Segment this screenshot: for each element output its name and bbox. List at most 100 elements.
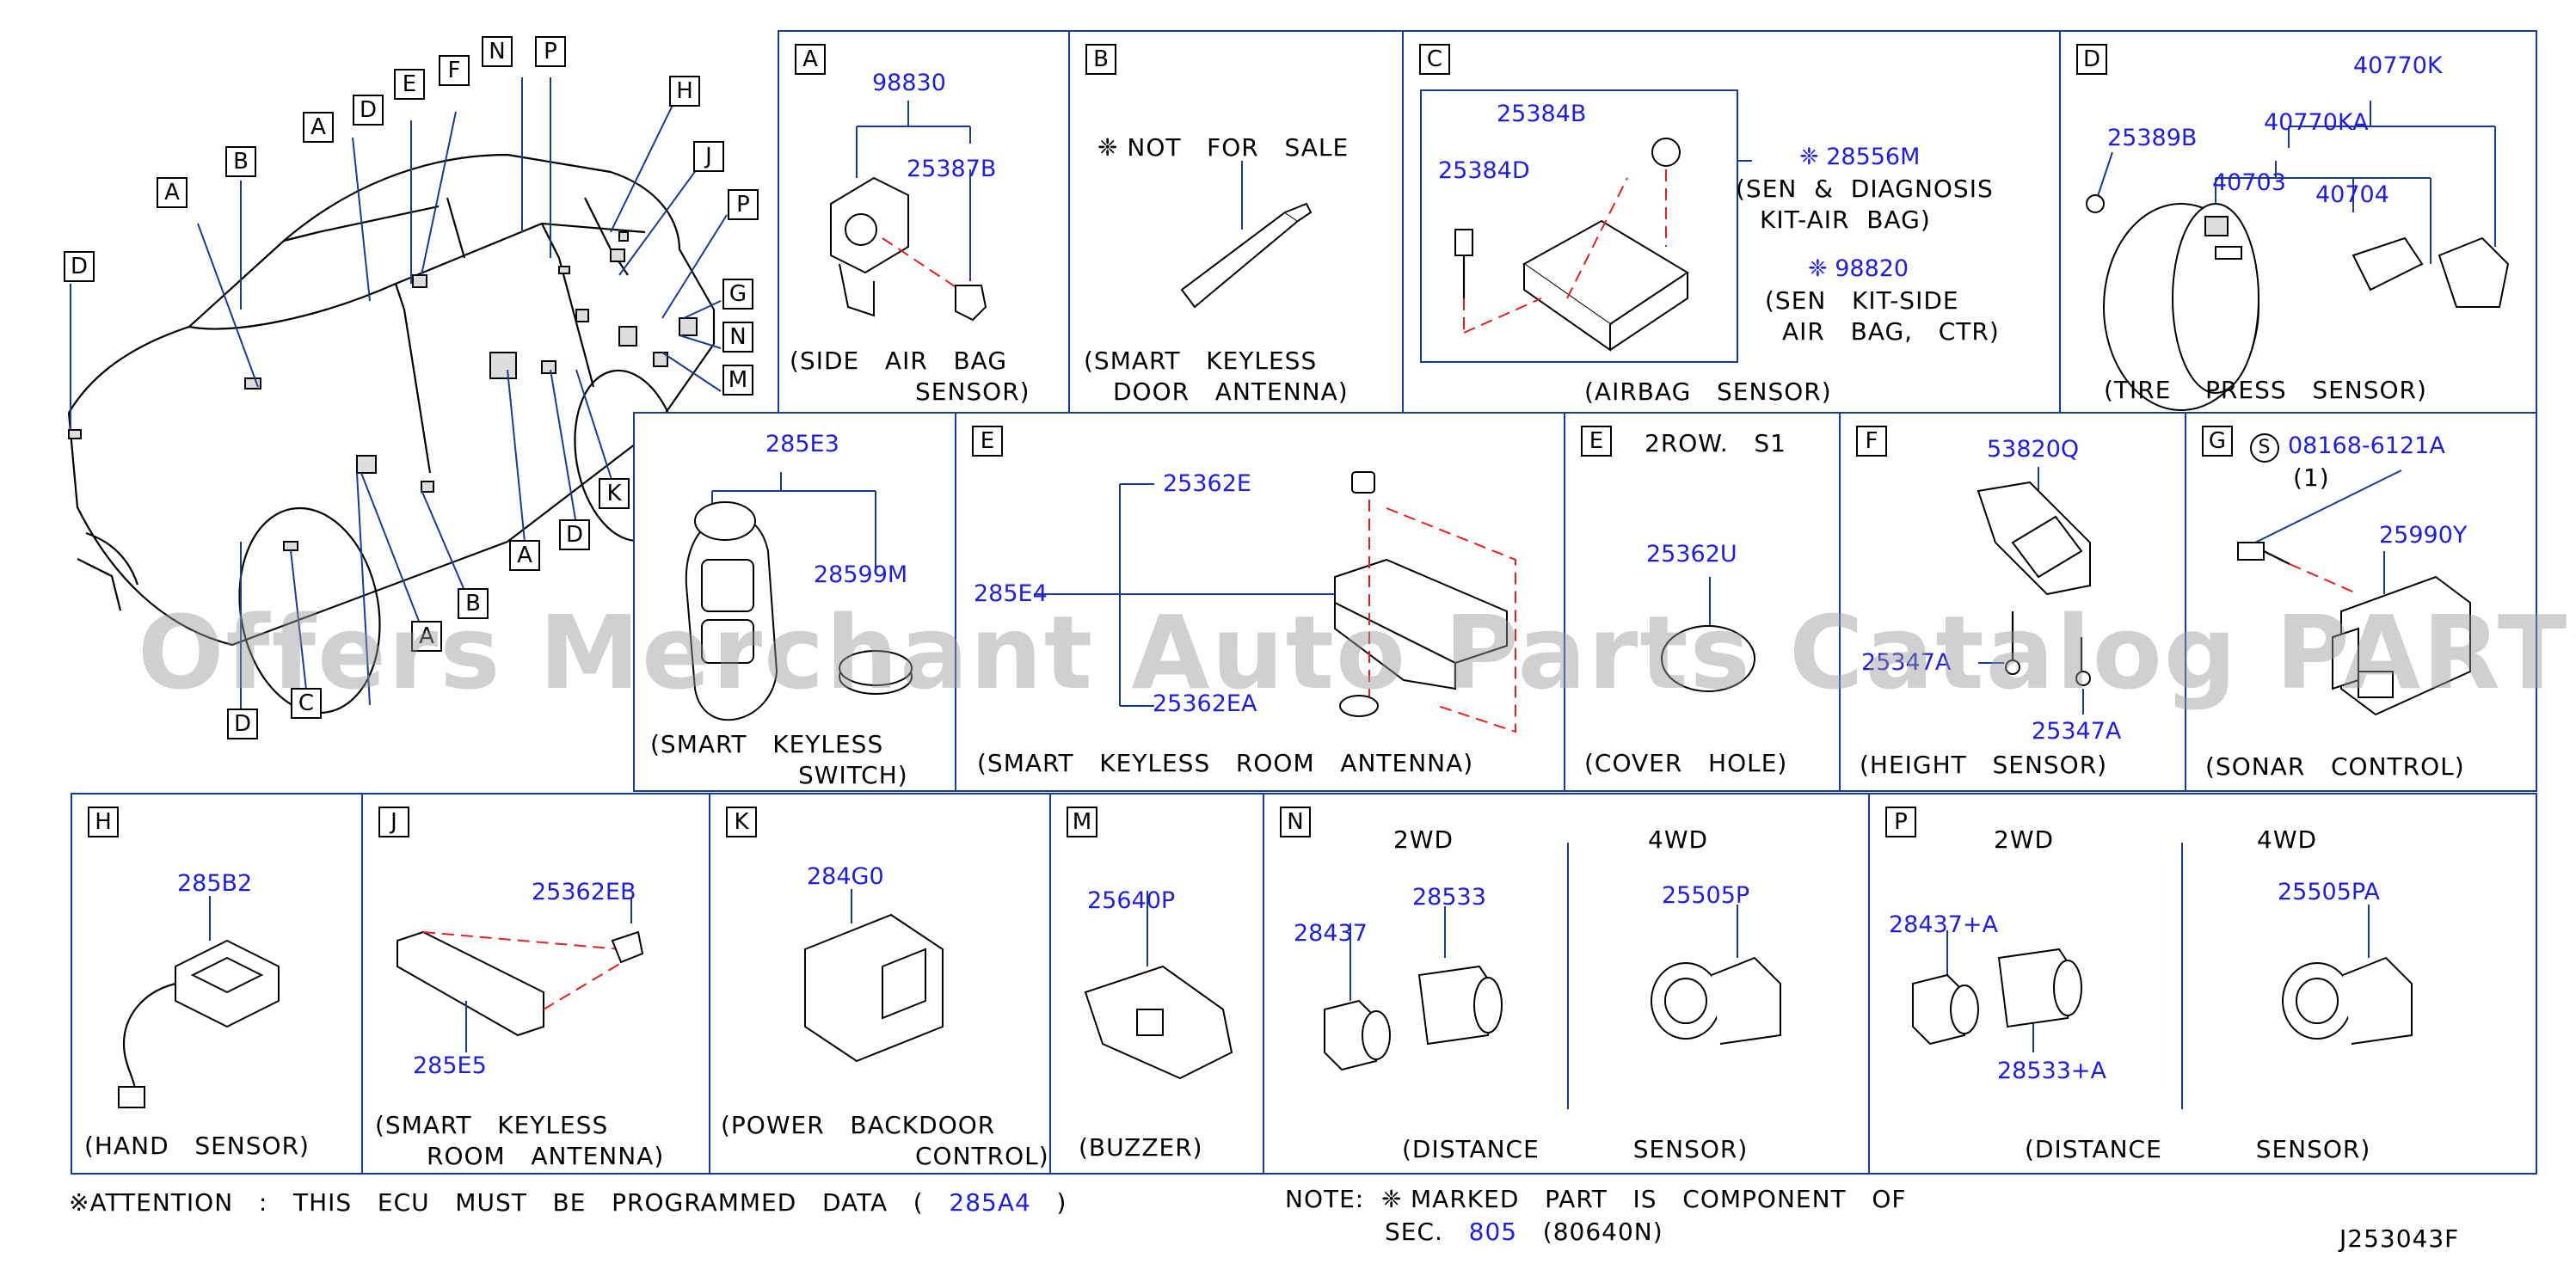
panel-letter: G (2202, 426, 2233, 457)
part-number-25362e[interactable]: 25362E (1163, 470, 1251, 497)
vehicle-outline-drawing (67, 77, 728, 722)
panel-letter: E (1581, 426, 1612, 457)
part-number-285e4[interactable]: 285E4 (974, 580, 1048, 607)
asterism-icon: ❈ (1799, 144, 1819, 170)
callout-e: E (394, 69, 425, 100)
panel-caption: (SMART KEYLESS ROOM ANTENNA) (977, 749, 1474, 777)
asterism-icon: ❈ (1381, 1185, 1403, 1213)
part-number-98830[interactable]: 98830 (872, 70, 946, 96)
asterism-icon: ❈ (1097, 133, 1119, 162)
panel-caption: (AIRBAG SENSOR) (1584, 377, 1832, 406)
row-spec: 2ROW. S1 (1645, 429, 1786, 457)
panel-smart-keyless-room-antenna: E 25362E 285E4 25362EA (SMART KEYLESS RO… (955, 412, 1565, 792)
part-number-285e5[interactable]: 285E5 (413, 1052, 487, 1079)
kit-description: AIR BAG, CTR) (1782, 317, 2000, 346)
callout-p: P (535, 36, 566, 67)
part-number-08168-6121a[interactable]: 08168-6121A (2288, 432, 2445, 459)
panel-caption: (SMART KEYLESS (375, 1111, 609, 1139)
buzzer-drawing (1084, 891, 1233, 1080)
part-number-285a4[interactable]: 285A4 (949, 1188, 1031, 1217)
callout-a: A (411, 621, 442, 652)
panel-letter: N (1280, 807, 1311, 837)
callout-h: H (669, 76, 700, 107)
panel-smart-keyless-room-antenna-j: J 25362EB 285E5 (SMART KEYLESS ROOM ANTE… (361, 793, 710, 1175)
panel-caption: (SMART KEYLESS (650, 730, 884, 758)
panel-letter: M (1067, 807, 1097, 837)
panel-caption: (SONAR CONTROL) (2205, 752, 2465, 781)
callout-a: A (157, 177, 188, 208)
panel-side-air-bag-sensor: A 98830 25387B (SIDE AIR BAG SENSOR) (778, 30, 1070, 414)
asterism-icon: ❈ (1808, 255, 1828, 282)
part-number-28437[interactable]: 28437 (1294, 920, 1368, 947)
panel-distance-sensor-p: P 2WD 4WD 28437+A 28533+A 25505PA (DISTA… (1868, 793, 2537, 1175)
panel-letter: P (1885, 807, 1916, 837)
callout-n: N (482, 36, 513, 67)
part-number-285b2[interactable]: 285B2 (177, 870, 253, 897)
part-number-25389b[interactable]: 25389B (2107, 125, 2198, 151)
panel-power-backdoor-control: K 284G0 (POWER BACKDOOR CONTROL) (709, 793, 1051, 1175)
part-number-285e3[interactable]: 285E3 (765, 431, 839, 457)
distance-sensor-p-drawing (1912, 905, 2413, 1052)
section-link-805[interactable]: 805 (1468, 1218, 1518, 1246)
callout-n: N (722, 322, 753, 353)
panel-caption: DOOR ANTENNA) (1113, 377, 1349, 406)
part-number-25347a-right[interactable]: 25347A (2032, 718, 2122, 745)
callout-d: D (353, 95, 384, 126)
callout-b: B (458, 588, 489, 619)
diagram-code: J253043F (2339, 1224, 2460, 1253)
part-number-28533[interactable]: 28533 (1412, 884, 1486, 911)
part-number-25990y[interactable]: 25990Y (2379, 522, 2468, 549)
part-number-28599m[interactable]: 28599M (814, 561, 908, 588)
part-number-53820q[interactable]: 53820Q (1987, 436, 2080, 463)
part-number-40703[interactable]: 40703 (2212, 169, 2286, 196)
quantity: (1) (2293, 463, 2330, 492)
panel-letter: B (1085, 44, 1116, 75)
panel-caption: (DISTANCE SENSOR) (1402, 1135, 1749, 1163)
callout-a: A (303, 112, 334, 143)
component-note: NOTE: ❈ (1285, 1185, 1403, 1213)
reference-mark-icon: ※ (69, 1188, 90, 1217)
panel-caption: ROOM ANTENNA) (427, 1142, 665, 1170)
callout-d: D (559, 519, 590, 550)
not-for-sale-note: ❈ NOT FOR SALE (1097, 133, 1349, 162)
callout-g: G (722, 279, 753, 310)
panel-letter: K (726, 807, 757, 837)
part-number-40770k[interactable]: 40770K (2353, 52, 2443, 79)
callout-d: D (227, 709, 258, 739)
part-number-25640p[interactable]: 25640P (1087, 887, 1176, 914)
part-number-25362ea[interactable]: 25362EA (1153, 690, 1257, 717)
part-number-40704[interactable]: 40704 (2315, 181, 2389, 208)
variant-2wd: 2WD (1393, 825, 1454, 854)
side-air-bag-sensor-drawing (830, 101, 987, 322)
callout-p: P (728, 189, 759, 220)
panel-letter: J (378, 807, 409, 837)
part-number-25387b[interactable]: 25387B (907, 156, 997, 182)
room-antenna-drawing (1034, 471, 1516, 733)
kit-description: KIT-AIR BAG) (1760, 206, 1931, 234)
hand-sensor-drawing (118, 896, 280, 1108)
part-number-25362u[interactable]: 25362U (1646, 541, 1737, 567)
part-number-25505pa[interactable]: 25505PA (2278, 879, 2380, 905)
panel-caption: CONTROL) (915, 1142, 1049, 1170)
room-antenna-j-drawing (397, 898, 644, 1052)
part-number-28533-a[interactable]: 28533+A (1997, 1058, 2106, 1084)
callout-b: B (225, 146, 256, 177)
callout-j: J (693, 141, 724, 172)
part-number-28437-a[interactable]: 28437+A (1889, 911, 1998, 938)
panel-caption: (SIDE AIR BAG (790, 347, 1008, 375)
part-number-25384b[interactable]: 25384B (1497, 101, 1587, 127)
component-note-text: MARKED PART IS COMPONENT OF (1411, 1185, 1907, 1213)
panel-letter: E (972, 426, 1003, 457)
callout-f: F (439, 55, 470, 86)
variant-2wd: 2WD (1994, 825, 2055, 854)
part-number-25362eb[interactable]: 25362EB (532, 879, 636, 905)
part-number-25384d[interactable]: 25384D (1438, 157, 1530, 184)
part-number-28556m[interactable]: ❈ 28556M (1799, 144, 1921, 170)
part-number-40770ka[interactable]: 40770KA (2264, 109, 2369, 136)
part-number-284g0[interactable]: 284G0 (807, 863, 884, 890)
part-number-98820[interactable]: ❈ 98820 (1808, 255, 1909, 282)
panel-letter: C (1419, 44, 1450, 75)
smart-key-drawing (685, 472, 913, 721)
part-number-25505p[interactable]: 25505P (1662, 882, 1750, 909)
part-number-25347a-left[interactable]: 25347A (1861, 649, 1952, 676)
